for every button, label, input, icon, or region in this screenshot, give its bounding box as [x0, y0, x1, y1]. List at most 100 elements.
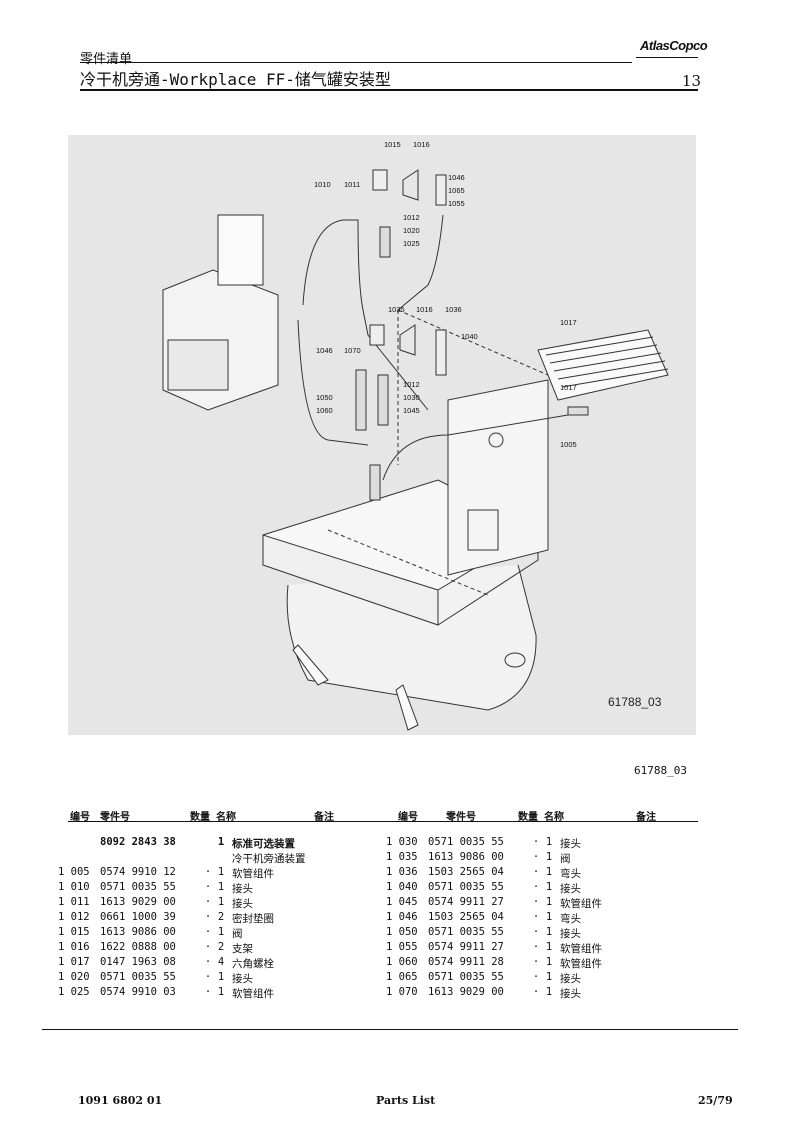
row-name: 六角螺栓: [232, 958, 274, 970]
row-part-number: 0571 0035 55: [428, 926, 504, 938]
row-position: 1 050: [386, 926, 418, 938]
svg-text:1017: 1017: [560, 383, 577, 392]
row-name: 接头: [232, 898, 253, 910]
footer-rule: [42, 1029, 738, 1030]
page-title: 冷干机旁通-Workplace FF-储气罐安装型: [80, 70, 391, 89]
row-name: 冷干机旁通装置: [232, 853, 306, 865]
row-marker: ·: [204, 911, 212, 923]
row-position: [58, 836, 100, 851]
row-marker: ·: [532, 926, 540, 938]
row-position: 1 030: [386, 836, 418, 848]
row-part-number: 0574 9910 12: [100, 866, 176, 878]
row-name: 阀: [560, 853, 571, 865]
atlas-copco-logo: AtlasCopco: [640, 38, 708, 53]
svg-text:1070: 1070: [344, 346, 361, 355]
row-position: 1 012: [58, 911, 90, 923]
row-position: 1 015: [58, 926, 90, 938]
row-marker: ·: [532, 986, 540, 998]
row-part-number: 8092 2843 38: [100, 836, 176, 848]
row-name: 接头: [560, 988, 581, 1000]
svg-text:1012: 1012: [403, 213, 420, 222]
row-quantity: 2: [217, 941, 225, 953]
row-marker: [202, 851, 214, 866]
row-position: 1 070: [386, 986, 418, 998]
row-position: 1 060: [386, 956, 418, 968]
row-part-number: 0571 0035 55: [428, 971, 504, 983]
header-rule-top: [80, 62, 632, 63]
row-marker: ·: [532, 956, 540, 968]
col-head-partno-right: 零件号: [446, 812, 476, 823]
row-quantity: 2: [217, 911, 225, 923]
page-number: 13: [682, 72, 702, 90]
svg-text:1040: 1040: [461, 332, 478, 341]
row-marker: ·: [204, 881, 212, 893]
row-part-number: 0571 0035 55: [100, 881, 176, 893]
row-quantity: 1: [217, 881, 225, 893]
row-name: 软管组件: [232, 868, 274, 880]
row-name: 软管组件: [560, 943, 602, 955]
row-name: 弯头: [560, 868, 581, 880]
svg-text:1016: 1016: [413, 140, 430, 149]
row-quantity: 4: [217, 956, 225, 968]
row-quantity: 1: [217, 836, 225, 848]
row-name: 接头: [560, 883, 581, 895]
row-part-number: [100, 851, 202, 866]
row-marker: ·: [532, 836, 540, 848]
table-row: 冷干机旁通装置: [58, 851, 342, 866]
row-quantity: 1: [545, 986, 553, 998]
col-head-pos-left: 编号: [70, 812, 90, 823]
row-quantity: 1: [545, 851, 553, 863]
svg-text:1046: 1046: [448, 173, 465, 182]
row-quantity: [214, 851, 228, 866]
row-quantity: 1: [545, 926, 553, 938]
row-part-number: 0661 1000 39: [100, 911, 176, 923]
svg-text:1036: 1036: [445, 305, 462, 314]
row-marker: ·: [204, 866, 212, 878]
row-marker: ·: [204, 926, 212, 938]
table-row: 1 050 0571 0035 55 · 1 接头: [386, 926, 670, 941]
row-part-number: 1613 9086 00: [100, 926, 176, 938]
row-part-number: 0574 9910 03: [100, 986, 176, 998]
row-name: 阀: [232, 928, 243, 940]
row-position: 1 036: [386, 866, 418, 878]
header-rule-bottom: [80, 89, 698, 91]
row-marker: ·: [204, 896, 212, 908]
row-quantity: 1: [217, 866, 225, 878]
col-head-qtyname-right: 数量 名称: [518, 812, 565, 823]
header-rule-logo: [636, 57, 698, 58]
row-part-number: 0571 0035 55: [428, 881, 504, 893]
row-marker: ·: [532, 911, 540, 923]
row-part-number: 1613 9029 00: [428, 986, 504, 998]
svg-text:1030: 1030: [403, 393, 420, 402]
svg-text:1017: 1017: [560, 318, 577, 327]
row-name: 接头: [560, 973, 581, 985]
row-part-number: 0571 0035 55: [428, 836, 504, 848]
row-quantity: 1: [545, 956, 553, 968]
col-head-pos-right: 编号: [398, 812, 418, 823]
row-marker: ·: [204, 956, 212, 968]
svg-text:1011: 1011: [344, 180, 360, 189]
row-position: 1 010: [58, 881, 90, 893]
svg-text:1055: 1055: [448, 199, 465, 208]
row-name: 软管组件: [560, 898, 602, 910]
row-quantity: 1: [545, 866, 553, 878]
svg-text:1010: 1010: [314, 180, 331, 189]
drawing-code: 61788_03: [608, 695, 662, 709]
row-position: 1 035: [386, 851, 418, 863]
row-position: 1 020: [58, 971, 90, 983]
row-name: 接头: [560, 928, 581, 940]
